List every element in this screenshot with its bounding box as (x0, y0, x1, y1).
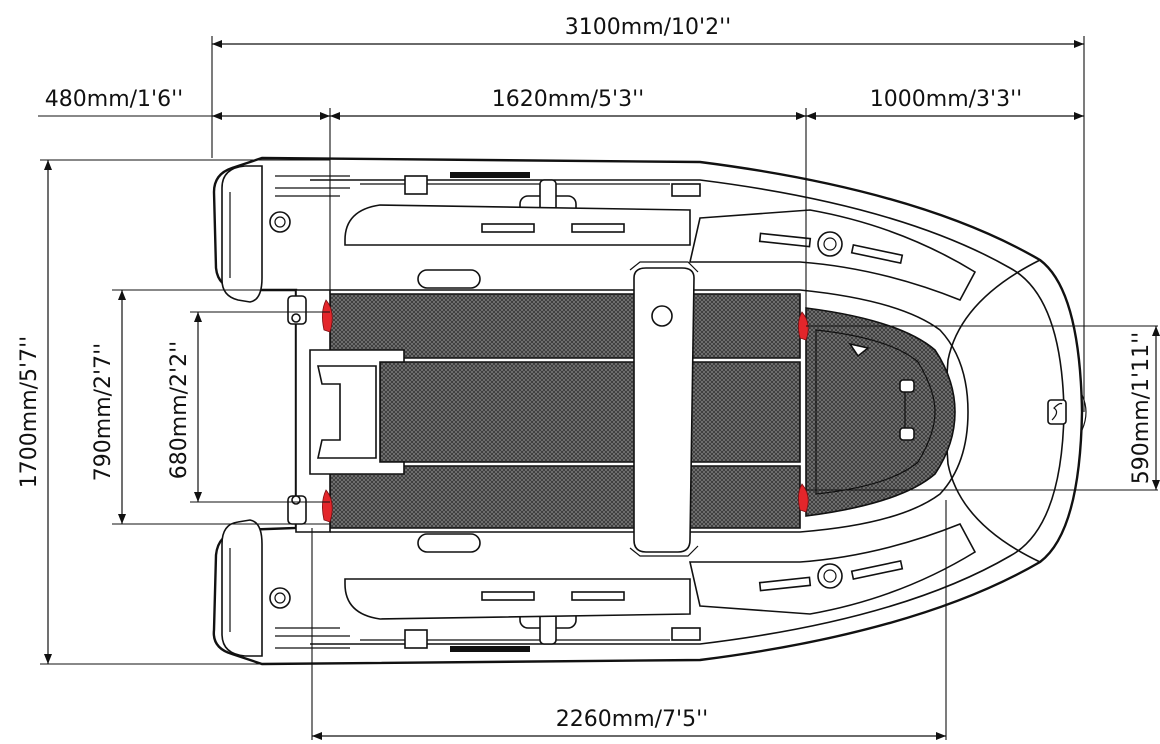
valve-icon (817, 231, 843, 257)
label-bow-section: 1000mm/3'3'' (870, 87, 1022, 112)
red-valve-bl (322, 489, 333, 523)
grab-strip-bottom-2 (571, 591, 625, 601)
floor-top-panel (329, 293, 801, 359)
label-transom-outer-width: 790mm/2'7'' (91, 343, 116, 481)
label-bow-floor-width: 590mm/1'11'' (1129, 332, 1154, 484)
grab-strip-top-1 (481, 223, 535, 233)
grab-strip-bottom-1 (481, 591, 535, 601)
seat-hole (651, 305, 673, 327)
handle-icon (417, 533, 481, 553)
label-transom-offset: 480mm/1'6'' (45, 87, 183, 112)
label-overall-length: 3100mm/10'2'' (565, 15, 731, 40)
red-valve-tl (322, 299, 333, 333)
motor-bracket (317, 365, 377, 459)
thwart-seat (633, 267, 695, 553)
red-valve-tr (798, 311, 809, 341)
label-transom-inner-width: 680mm/2'2'' (167, 341, 192, 479)
tube-end-top (221, 165, 263, 303)
dimension-lines (38, 36, 1160, 740)
dimension-labels: 3100mm/10'2'' 480mm/1'6'' 1620mm/5'3'' 1… (17, 15, 1154, 732)
valve-icon (269, 587, 291, 609)
valve-icon (269, 211, 291, 233)
tube-floor-boundary (330, 289, 969, 533)
rub-strip-top (671, 183, 701, 197)
bow-floor (805, 307, 956, 517)
tube-end-bottom (221, 519, 263, 657)
floor-center-panel (379, 361, 801, 463)
top-tube-strips (275, 175, 670, 197)
boat-outline (212, 156, 1087, 666)
oar-clip-bottom (404, 629, 428, 649)
label-interior-length: 2260mm/7'5'' (556, 707, 708, 732)
handle-icon (417, 269, 481, 289)
red-valve-br (798, 483, 809, 513)
label-overall-width: 1700mm/5'7'' (17, 336, 42, 488)
valve-icon (817, 563, 843, 589)
oar-clip-top (404, 175, 428, 195)
grab-strip-top-2 (571, 223, 625, 233)
name-plate-top (450, 172, 530, 178)
label-floor-length: 1620mm/5'3'' (492, 87, 644, 112)
rub-strip-bottom (671, 627, 701, 641)
floor-bottom-panel (329, 465, 801, 529)
name-plate-bottom (450, 646, 530, 652)
